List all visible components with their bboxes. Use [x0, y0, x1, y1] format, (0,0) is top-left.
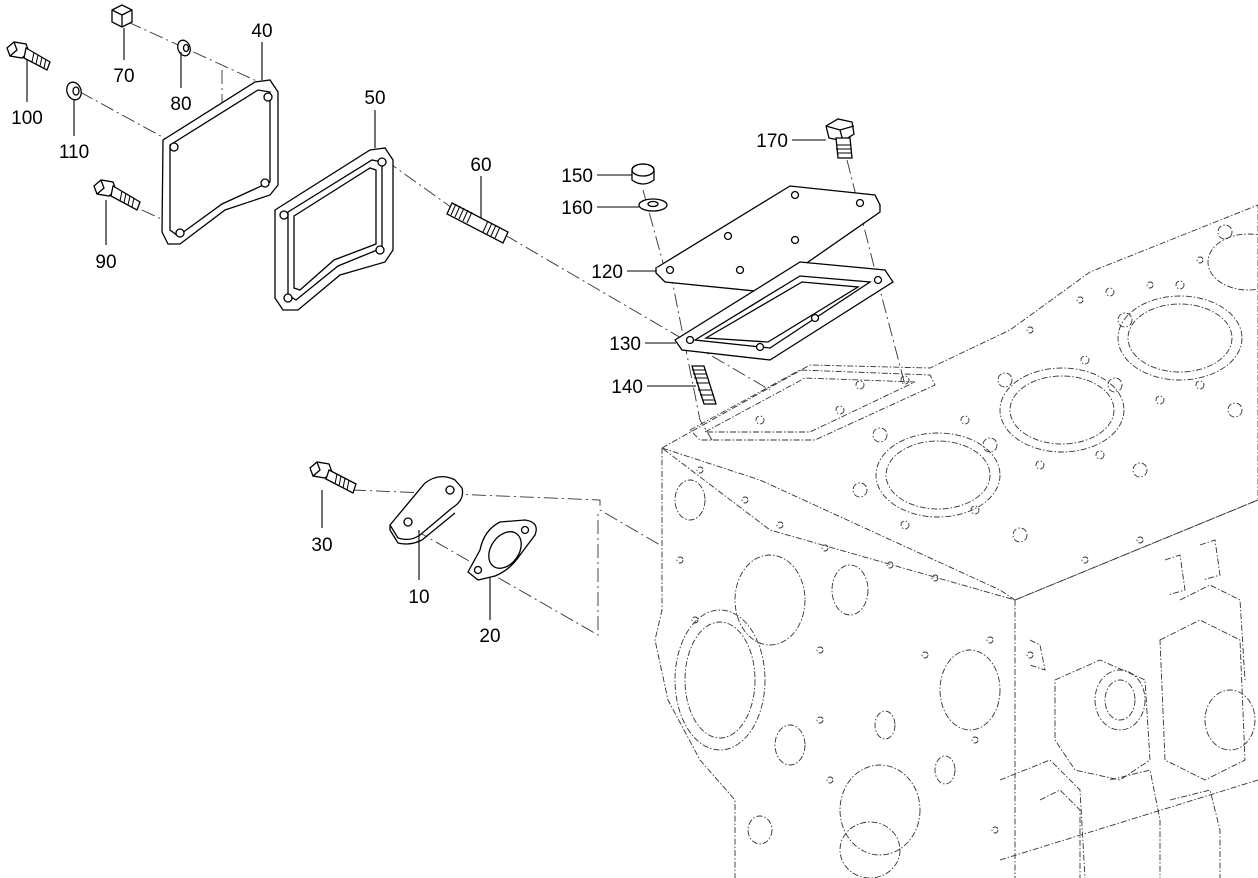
callout-10: 10: [408, 587, 429, 608]
callout-30: 30: [311, 535, 332, 556]
bolt-100[interactable]: [6, 41, 51, 71]
gasket-20[interactable]: [467, 519, 537, 581]
engine-block: [654, 204, 1258, 878]
callout-120: 120: [591, 262, 623, 283]
callout-40: 40: [251, 21, 272, 42]
callout-130: 130: [609, 334, 641, 355]
washer-110[interactable]: [64, 80, 83, 102]
callout-labels: 70 80 40 100 110 90 50 60 170 150 160 12…: [11, 21, 788, 647]
plate-10[interactable]: [389, 476, 464, 545]
bolt-170[interactable]: [825, 118, 855, 159]
callout-20: 20: [479, 626, 500, 647]
gasket-130[interactable]: [674, 261, 894, 361]
bolt-30[interactable]: [309, 461, 357, 494]
cover-plate-120[interactable]: [654, 185, 881, 293]
callout-170: 170: [756, 131, 788, 152]
callout-110: 110: [59, 142, 89, 163]
leader-lines: [26, 28, 826, 620]
nut-150[interactable]: [631, 163, 655, 185]
gasket-50[interactable]: [274, 147, 394, 311]
callout-90: 90: [95, 252, 116, 273]
washer-160[interactable]: [638, 198, 668, 212]
stud-60[interactable]: [446, 202, 509, 244]
callout-160: 160: [561, 198, 593, 219]
nut-70[interactable]: [111, 4, 133, 28]
callout-70: 70: [113, 66, 134, 87]
callout-150: 150: [561, 166, 593, 187]
callout-140: 140: [611, 377, 643, 398]
callout-100: 100: [11, 108, 43, 129]
stud-140[interactable]: [691, 365, 717, 405]
washer-80[interactable]: [176, 38, 193, 57]
cover-plate-40[interactable]: [161, 79, 279, 245]
callout-50: 50: [364, 88, 385, 109]
callout-60: 60: [470, 155, 491, 176]
bolt-90[interactable]: [93, 179, 141, 211]
callout-80: 80: [170, 94, 191, 115]
assembly-centerlines: [79, 21, 906, 636]
